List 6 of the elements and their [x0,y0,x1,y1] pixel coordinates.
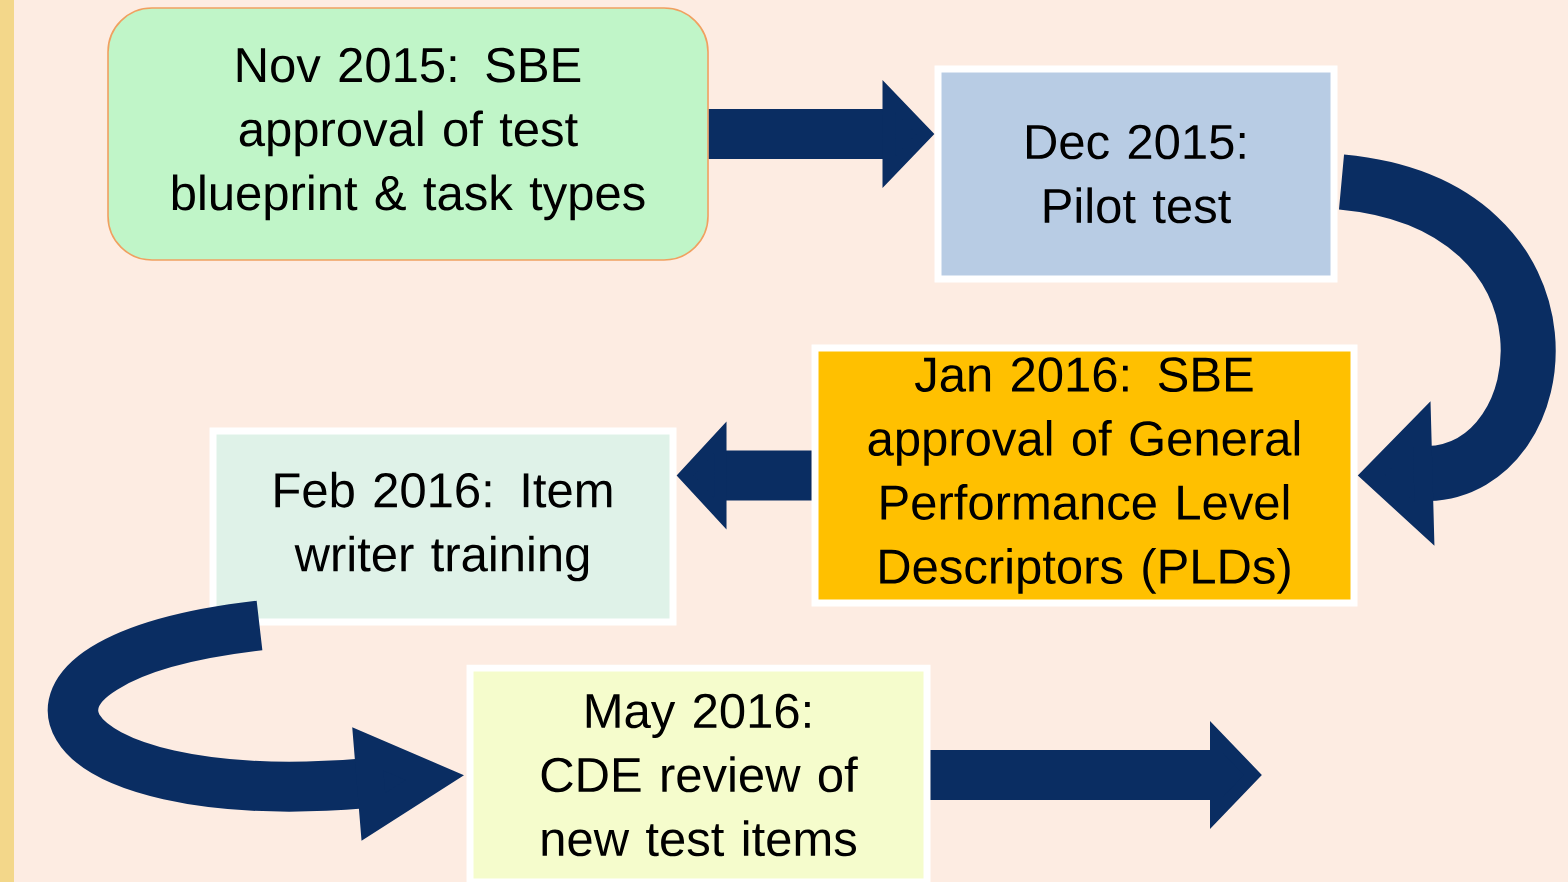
block-arrow [1336,154,1555,546]
step-box: Jan 2016: SBE approval of General Performance Level Descriptors (PLDs) [811,344,1358,607]
step-box: Nov 2015: SBE approval of test blueprint & task types [107,7,709,261]
step-box: May 2016: CDE review of new test items [466,664,931,882]
step-box: Feb 2016: Item writer training [209,427,677,626]
step-box: Dec 2015: Pilot test [934,65,1338,283]
